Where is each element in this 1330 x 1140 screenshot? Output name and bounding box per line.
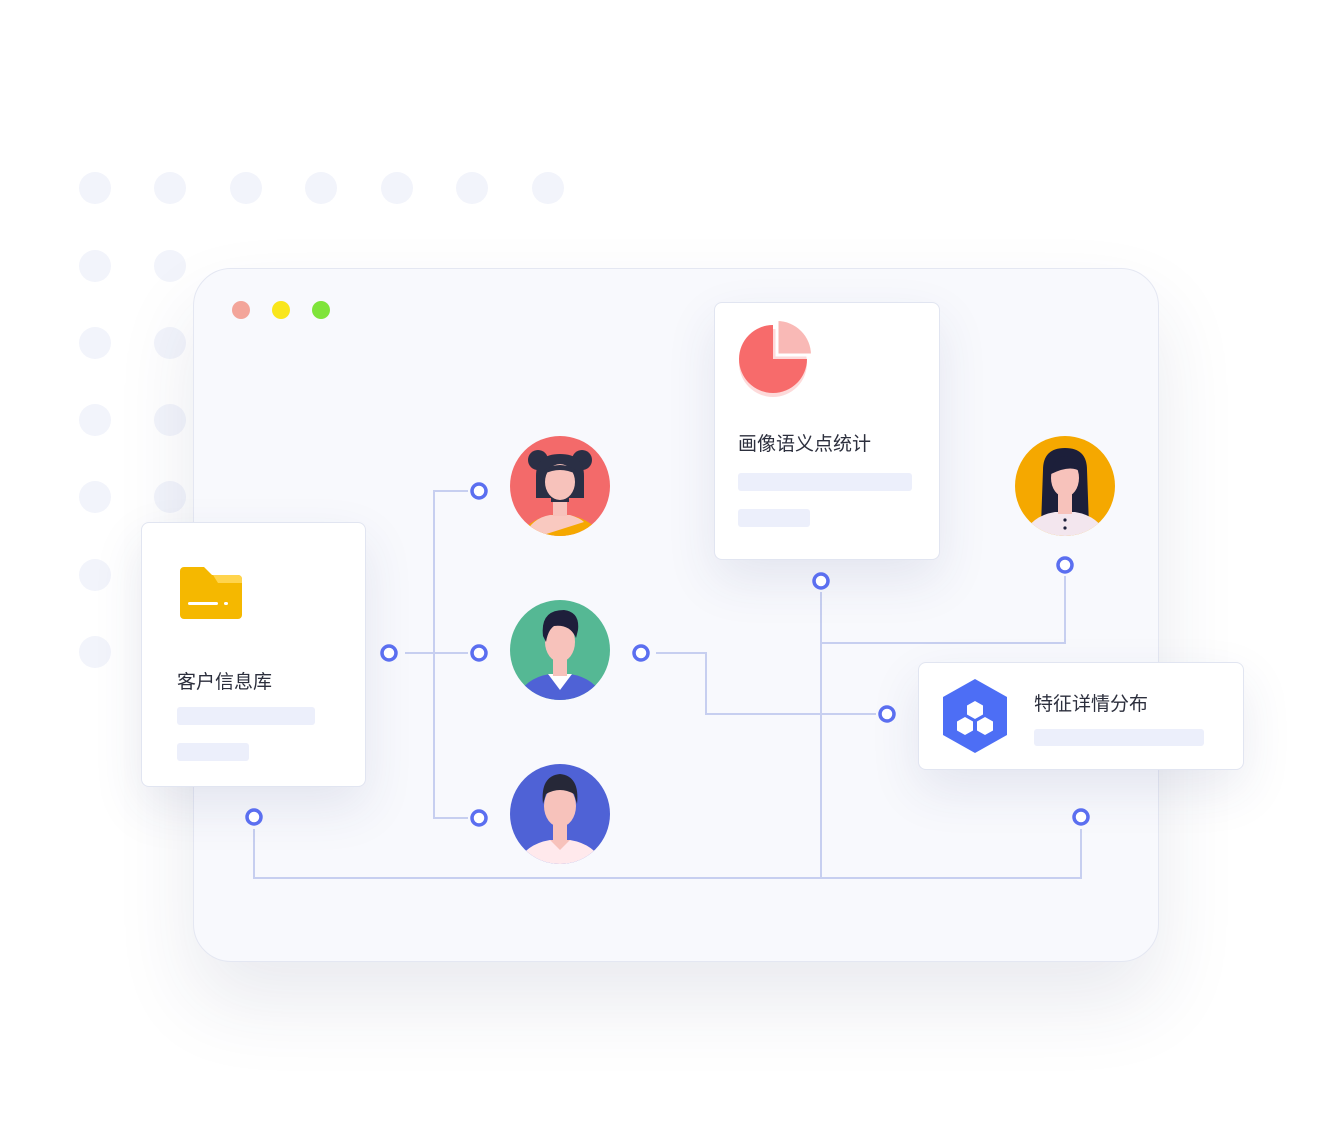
pie-chart-icon xyxy=(735,317,815,397)
man-green-avatar[interactable] xyxy=(510,600,610,700)
hexagon-cubes-icon xyxy=(939,677,1011,757)
profile-stats-card[interactable]: 画像语义点统计 xyxy=(714,302,940,560)
placeholder-bar xyxy=(1034,729,1204,746)
man-blue-avatar[interactable] xyxy=(510,764,610,864)
window-close-button[interactable] xyxy=(232,301,250,319)
customer-db-card[interactable]: 客户信息库 xyxy=(141,522,366,787)
customer-db-title: 客户信息库 xyxy=(177,671,273,693)
woman-yellow-avatar[interactable] xyxy=(1015,436,1115,536)
folder-icon xyxy=(180,565,242,619)
placeholder-bar xyxy=(738,473,912,491)
placeholder-bar-short xyxy=(738,509,810,527)
placeholder-bar xyxy=(177,707,315,725)
placeholder-bar-short xyxy=(177,743,249,761)
profile-stats-title: 画像语义点统计 xyxy=(738,433,872,455)
feature-dist-card[interactable]: 特征详情分布 xyxy=(918,662,1244,770)
window-minimize-button[interactable] xyxy=(272,301,290,319)
woman-buns-avatar[interactable] xyxy=(510,436,610,536)
window-maximize-button[interactable] xyxy=(312,301,330,319)
feature-dist-title: 特征详情分布 xyxy=(1034,693,1149,715)
